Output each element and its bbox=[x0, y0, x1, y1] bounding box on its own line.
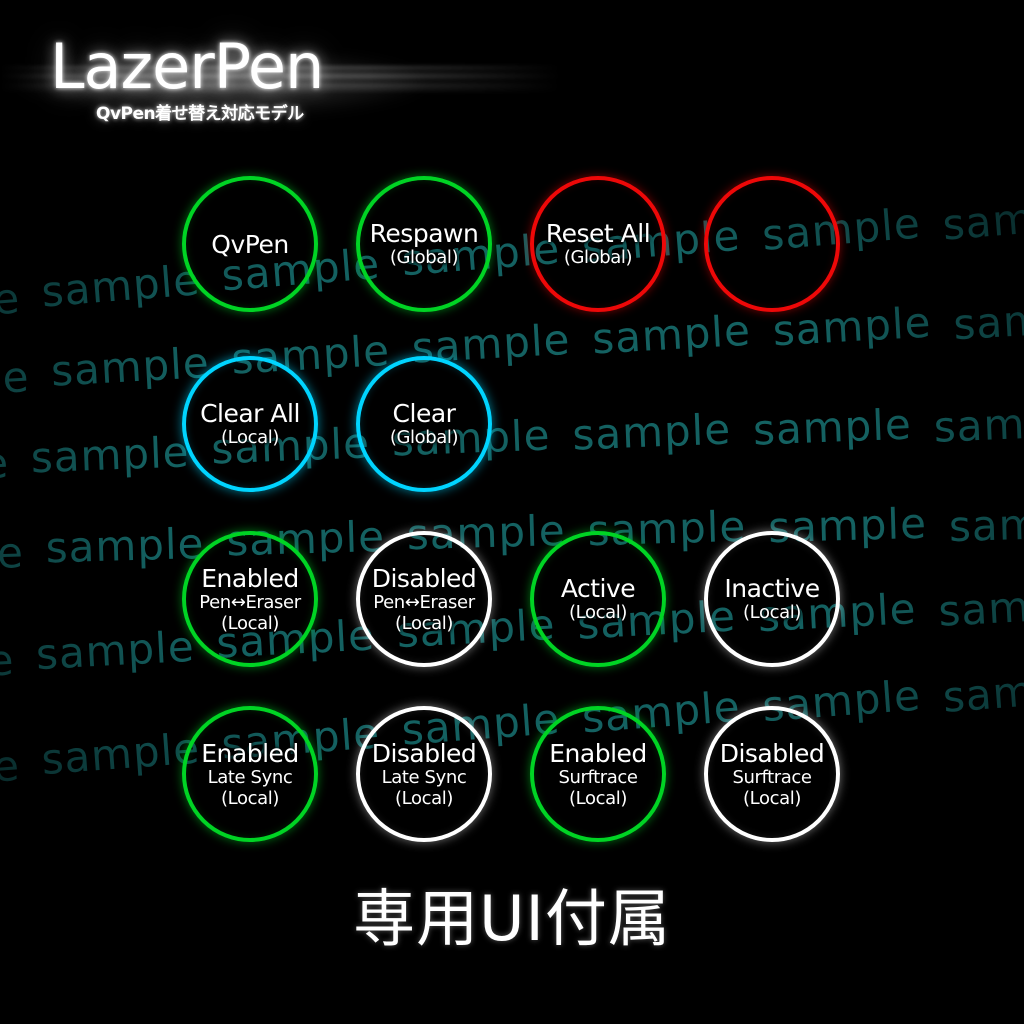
footer-caption: 専用UI付属 bbox=[353, 882, 671, 955]
button-label-line-3: (Local) bbox=[395, 787, 453, 809]
reset-all-global-button[interactable]: Reset All(Global) bbox=[530, 176, 666, 312]
button-label-line-2: Late Sync bbox=[381, 767, 467, 789]
active-local-button[interactable]: Active(Local) bbox=[530, 531, 666, 667]
button-label-line-1: Respawn bbox=[369, 219, 479, 249]
button-label-line-3: (Local) bbox=[221, 787, 279, 809]
button-label-line-2: Late Sync bbox=[207, 767, 293, 789]
button-label-line-2: (Global) bbox=[389, 427, 459, 449]
button-label-line-1: Clear All bbox=[200, 399, 300, 429]
button-label-line-2: (Local) bbox=[743, 602, 801, 624]
button-label-line-2: (Local) bbox=[569, 602, 627, 624]
button-label-line-2: (Global) bbox=[389, 247, 459, 269]
button-label-line-1: Disabled bbox=[719, 739, 825, 769]
button-label-line-1: Reset All bbox=[545, 219, 651, 249]
button-label-line-1: Disabled bbox=[371, 739, 477, 769]
button-label-line-1: Enabled bbox=[201, 739, 299, 769]
button-label-line-2: Surftrace bbox=[732, 767, 812, 789]
respawn-global-button[interactable]: Respawn(Global) bbox=[356, 176, 492, 312]
button-label-line-1: Disabled bbox=[371, 564, 477, 594]
button-label-line-2: Pen↔Eraser bbox=[199, 592, 301, 614]
button-label-line-2: Surftrace bbox=[558, 767, 638, 789]
button-label-line-3: (Local) bbox=[743, 787, 801, 809]
button-label-line-1: Enabled bbox=[549, 739, 647, 769]
button-label-line-1: Clear bbox=[392, 399, 456, 429]
inactive-local-button[interactable]: Inactive(Local) bbox=[704, 531, 840, 667]
button-label-line-1: Enabled bbox=[201, 564, 299, 594]
button-label-line-3: (Local) bbox=[395, 612, 453, 634]
button-label-line-1: Active bbox=[560, 574, 636, 604]
button-label-line-2: (Global) bbox=[563, 247, 633, 269]
blank-red-button[interactable] bbox=[704, 176, 840, 312]
button-label-line-2: Pen↔Eraser bbox=[373, 592, 475, 614]
button-label-line-2: (Local) bbox=[221, 427, 279, 449]
button-label-line-3: (Local) bbox=[569, 787, 627, 809]
clear-global-button[interactable]: Clear(Global) bbox=[356, 356, 492, 492]
clear-all-local-button[interactable]: Clear All(Local) bbox=[182, 356, 318, 492]
button-label-line-1: Inactive bbox=[724, 574, 820, 604]
button-label-line-1: QvPen bbox=[211, 229, 289, 259]
qvpen-button[interactable]: QvPen bbox=[182, 176, 318, 312]
button-label-line-3: (Local) bbox=[221, 612, 279, 634]
